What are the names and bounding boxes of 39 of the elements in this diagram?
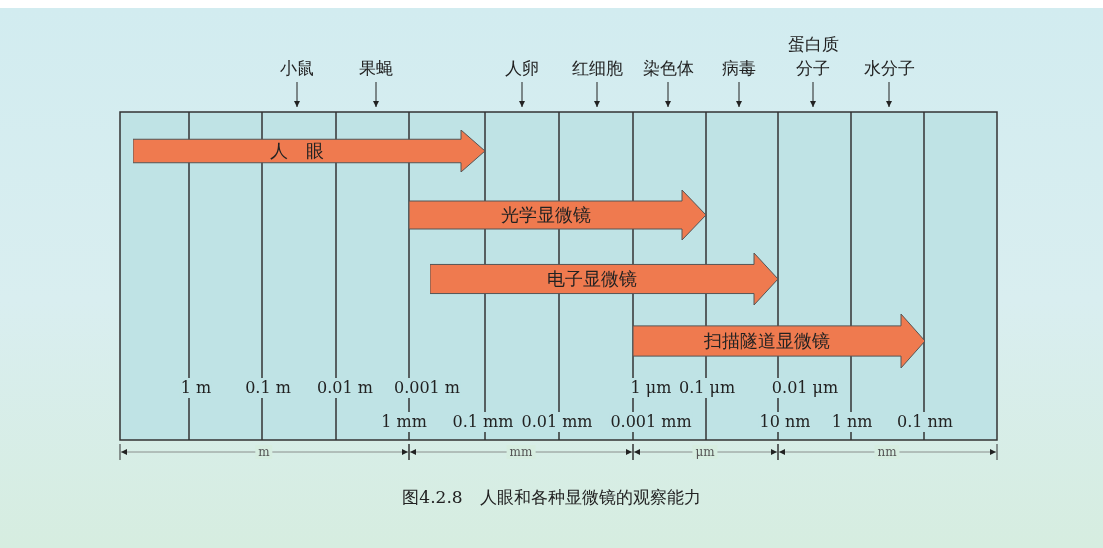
- scale-value: 0.1 μm: [677, 378, 737, 398]
- range-band: [430, 253, 778, 305]
- scale-value: 1 m: [179, 378, 213, 398]
- specimen-label: 蛋白质分子: [784, 32, 842, 80]
- scale-value: 0.01 mm: [520, 412, 594, 432]
- specimen-label: 果蝇: [336, 56, 416, 80]
- scale-value: 1 mm: [380, 412, 428, 432]
- leader-arrow: [665, 81, 671, 108]
- scale-value: 0.001 m: [392, 378, 462, 398]
- scale-value: 0.001 mm: [609, 412, 693, 432]
- scale-value: 0.01 μm: [770, 378, 840, 398]
- unit-label: nm: [874, 445, 900, 459]
- scale-value: 0.1 m: [244, 378, 292, 398]
- unit-label: mm: [506, 445, 536, 459]
- specimen-label: 小鼠: [257, 56, 337, 80]
- scale-value: 0.01 m: [316, 378, 374, 398]
- figure-caption: 图4.2.8 人眼和各种显微镜的观察能力: [401, 486, 702, 509]
- scale-value: 1 μm: [629, 378, 673, 398]
- leader-arrow: [886, 81, 892, 108]
- scale-value: 1 nm: [830, 412, 874, 432]
- leader-arrow: [810, 81, 816, 108]
- range-label: 电子显微镜: [546, 267, 638, 291]
- scale-value: 10 nm: [758, 412, 812, 432]
- leader-arrow: [519, 81, 525, 108]
- scale-value: 0.1 mm: [451, 412, 515, 432]
- leader-arrow: [373, 81, 379, 108]
- range-label: 光学显微镜: [499, 203, 592, 227]
- range-band: [133, 130, 485, 172]
- specimen-label: 水分子: [849, 56, 929, 80]
- range-label: 扫描隧道显微镜: [703, 329, 831, 353]
- range-band: [633, 314, 925, 368]
- leader-arrow: [594, 81, 600, 108]
- leader-arrow: [736, 81, 742, 108]
- range-label: 人 眼: [269, 139, 325, 163]
- unit-label: μm: [692, 445, 718, 459]
- leader-arrow: [294, 81, 300, 108]
- unit-label: m: [255, 445, 273, 459]
- range-band: [409, 190, 706, 240]
- scale-value: 0.1 nm: [896, 412, 954, 432]
